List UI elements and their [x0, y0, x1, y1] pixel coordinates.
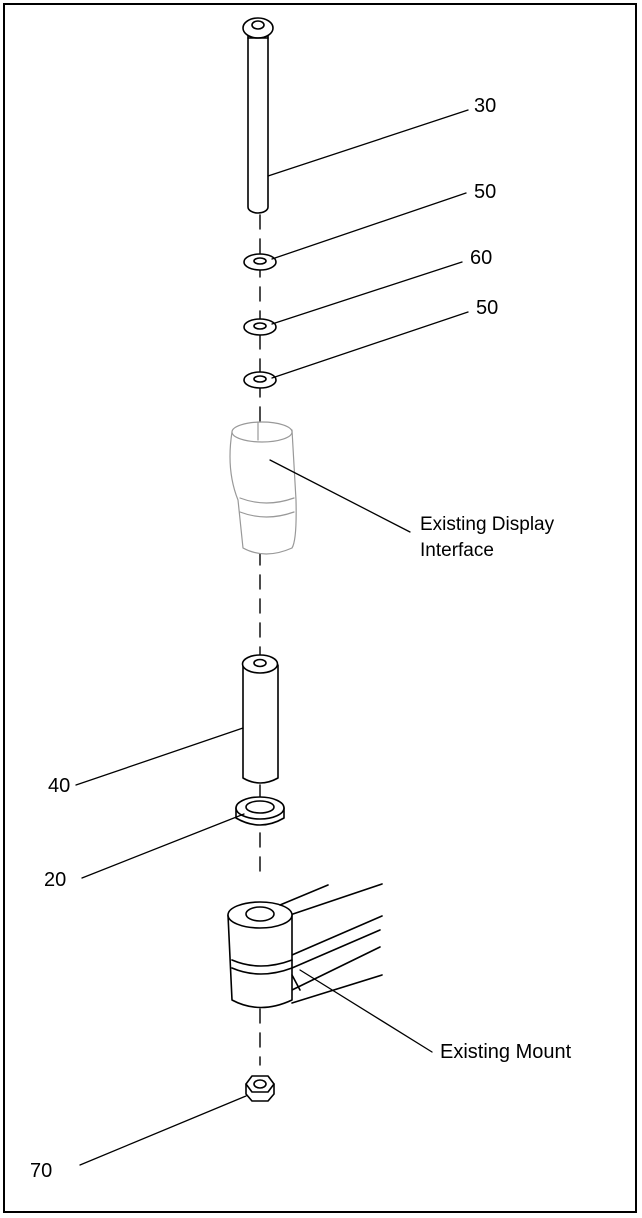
callout-50-top: 50	[474, 181, 497, 203]
nut-part	[245, 1075, 275, 1102]
sleeve-part	[241, 654, 279, 784]
callout-60: 60	[470, 247, 493, 269]
bushing-part	[235, 796, 285, 826]
callout-20: 20	[44, 869, 67, 891]
mount-part	[227, 883, 383, 1009]
washer-top-part	[243, 253, 277, 271]
callout-70: 70	[30, 1160, 53, 1182]
washer-bottom-part	[243, 371, 277, 389]
callout-50-bottom: 50	[476, 297, 499, 319]
label-existing-display-line1: Existing Display	[420, 514, 555, 535]
spacer-washer-part	[243, 318, 277, 336]
bolt-part	[242, 17, 274, 214]
label-existing-display-line2: Interface	[420, 540, 494, 561]
display-interface-part	[229, 421, 297, 555]
callout-30: 30	[474, 95, 497, 117]
callout-40: 40	[48, 775, 71, 797]
label-existing-mount: Existing Mount	[440, 1041, 572, 1063]
leader-lines	[75, 109, 469, 1166]
diagram-frame	[3, 3, 637, 1213]
